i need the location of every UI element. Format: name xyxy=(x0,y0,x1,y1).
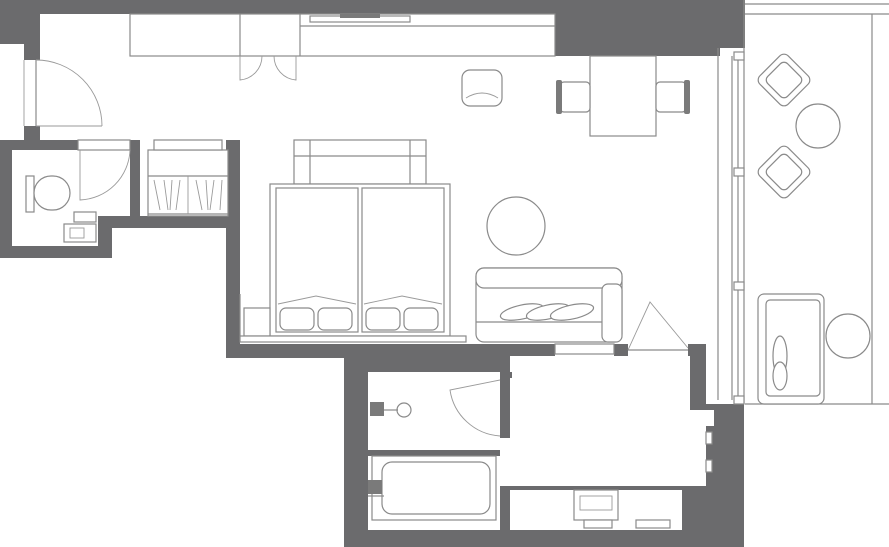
toilet-door-swing xyxy=(79,149,131,201)
twin-beds xyxy=(239,139,467,343)
bathroom xyxy=(368,379,501,521)
entrance-area xyxy=(23,59,103,127)
shower-drain xyxy=(396,402,412,418)
desk-chair xyxy=(461,69,503,107)
corridor-door xyxy=(554,301,689,355)
closet xyxy=(147,139,229,217)
wardrobe-unit xyxy=(129,13,556,81)
wash-basin-small xyxy=(63,223,97,243)
chair xyxy=(655,81,687,113)
lounge-chair xyxy=(757,53,811,107)
bathroom-door-swing xyxy=(449,379,501,437)
lounge-chair xyxy=(757,145,811,199)
chair xyxy=(559,81,591,113)
headboard xyxy=(293,139,427,185)
side-table xyxy=(825,313,871,359)
dining-table xyxy=(589,55,657,137)
balcony xyxy=(717,0,889,405)
washroom xyxy=(573,431,713,529)
round-table xyxy=(486,196,546,256)
sofa xyxy=(475,267,623,343)
dining-set xyxy=(461,55,690,137)
side-table xyxy=(795,103,841,149)
wash-basin xyxy=(573,489,619,521)
bedside-table xyxy=(243,307,271,337)
entrance-door-swing xyxy=(35,59,103,127)
toilet-bowl xyxy=(33,175,71,211)
toilet-room xyxy=(25,139,131,243)
